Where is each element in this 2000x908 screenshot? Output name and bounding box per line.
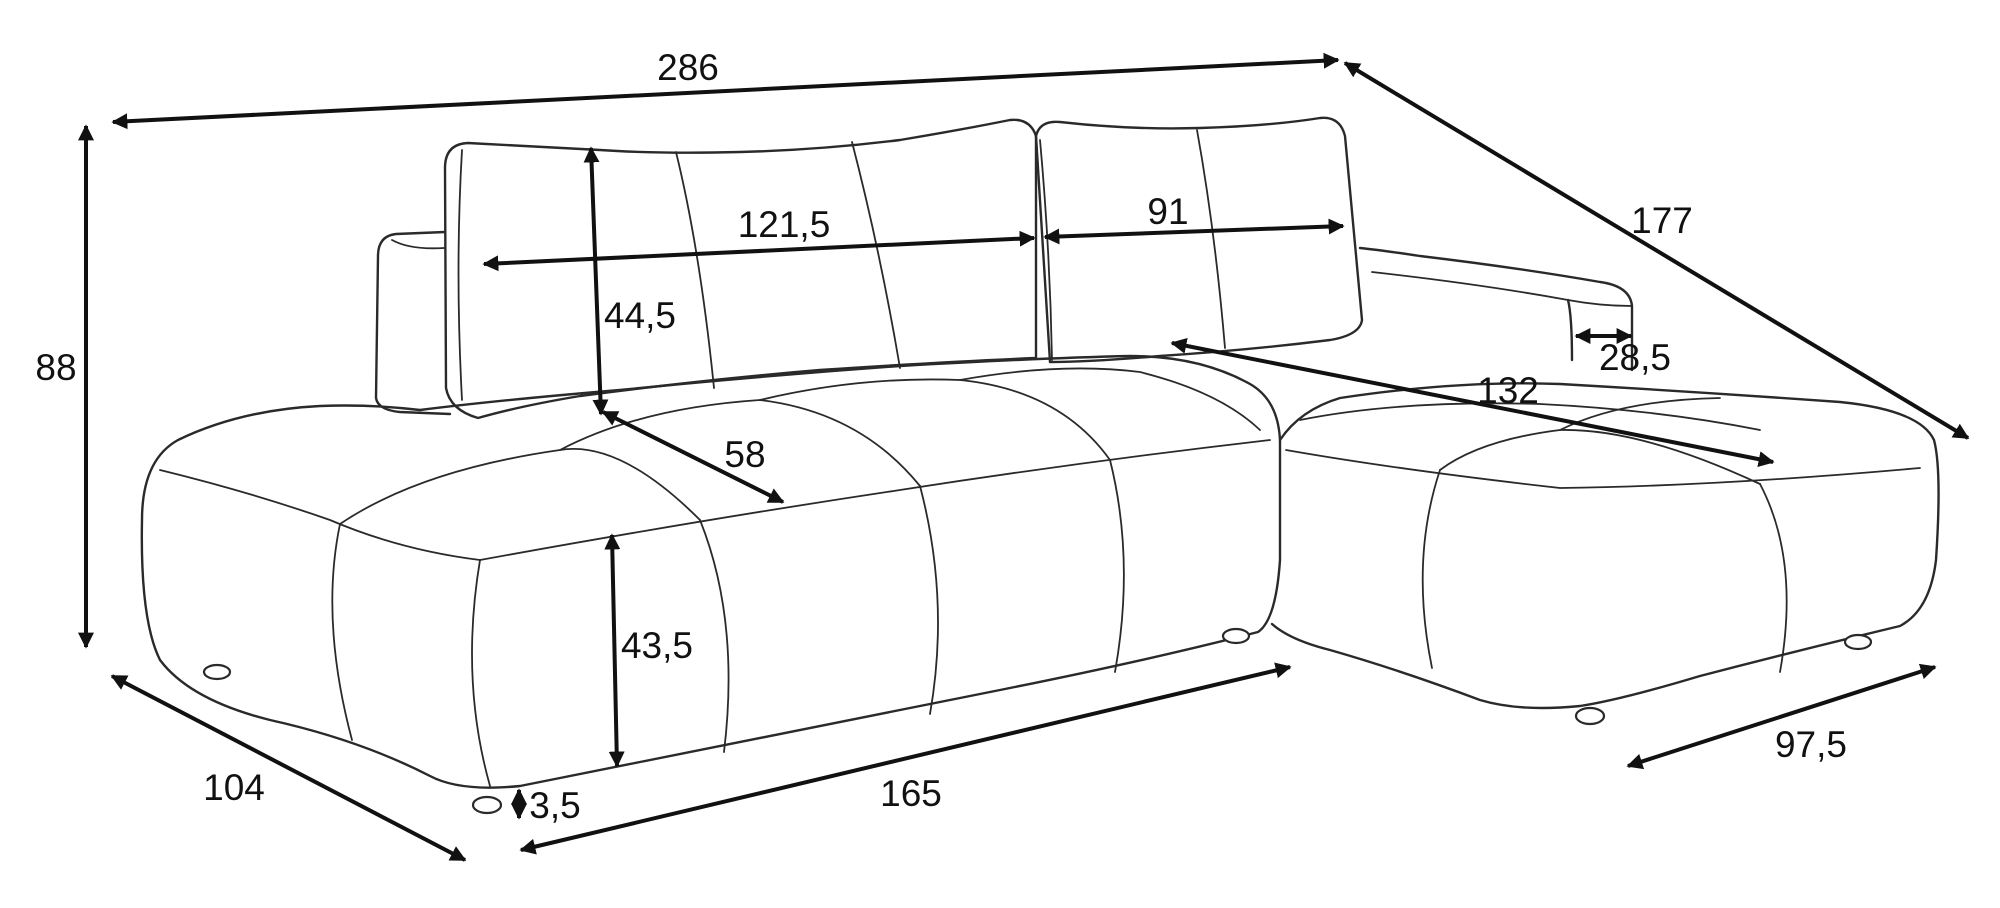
- dim-line-chaise-length: [1343, 61, 1970, 440]
- label-seat-height: 43,5: [621, 625, 693, 666]
- foot-back-left: [202, 663, 232, 681]
- label-foot-height: 3,5: [529, 785, 580, 826]
- seat-cushion-seam-5: [1109, 459, 1125, 673]
- back-cushion-left: [443, 118, 1038, 420]
- dim-line-seat-depth: [601, 410, 785, 504]
- label-chaise-length: 177: [1631, 200, 1693, 241]
- dim-line-back-cushion-left-width: [482, 230, 1036, 272]
- back-cushion-right-seam-1: [1196, 129, 1226, 349]
- label-chaise-width: 97,5: [1775, 724, 1847, 765]
- dimension-labels: 286 88 177 121,5 91 44,5 58 43,5 3,5 104…: [35, 47, 1847, 826]
- chaise-seat: [1270, 382, 1940, 710]
- label-back-cushion-left-width: 121,5: [738, 204, 831, 245]
- dimension-lines: [78, 52, 1970, 862]
- foot-front-left: [471, 795, 503, 815]
- dim-line-back-cushion-height: [583, 146, 609, 416]
- label-chaise-seat-length: 132: [1477, 370, 1539, 411]
- dim-line-sofa-depth: [110, 674, 467, 862]
- left-armrest: [374, 230, 452, 416]
- label-back-cushion-right-width: 91: [1147, 191, 1188, 232]
- label-total-width: 286: [657, 47, 719, 88]
- dim-line-seat-height: [604, 533, 625, 768]
- seat-cushion-seam-3: [699, 519, 730, 753]
- chaise-top-seam-1: [1439, 429, 1761, 485]
- right-armrest: [1358, 246, 1634, 372]
- foot-chaise-back: [1843, 633, 1873, 651]
- back-cushion-left-seam-2: [851, 141, 901, 369]
- label-total-height: 88: [35, 347, 76, 388]
- left-armrest-edge: [391, 239, 445, 250]
- right-armrest-front: [1566, 298, 1574, 362]
- chaise-seam-2: [1759, 483, 1788, 673]
- seat-cushion-seam-1: [331, 523, 353, 741]
- seat-cushion-seam-2: [471, 559, 491, 787]
- label-back-cushion-height: 44,5: [604, 295, 676, 336]
- back-cushion-right-side: [1039, 139, 1053, 361]
- label-seat-depth: 58: [724, 434, 765, 475]
- label-armrest-width: 28,5: [1599, 337, 1671, 378]
- main-seat: [140, 354, 1282, 789]
- chaise-seam-1: [1421, 469, 1441, 669]
- label-sofa-depth: 104: [203, 767, 265, 808]
- seat-cushion-seam-4: [919, 485, 939, 715]
- main-seat-top-edge: [479, 439, 1271, 561]
- dim-line-chaise-seat-length: [1170, 337, 1775, 468]
- seat-top-seam-3: [759, 378, 1111, 461]
- foot-chaise-front: [1574, 706, 1606, 726]
- back-cushion-right: [1034, 116, 1364, 364]
- seat-top-seam-1: [339, 448, 701, 525]
- dim-line-back-cushion-right-width: [1043, 218, 1345, 245]
- seat-top-seam-4: [959, 367, 1261, 431]
- chaise-top-edge: [1285, 449, 1921, 489]
- main-seat-front-edge: [159, 469, 481, 561]
- foot-middle: [1221, 627, 1251, 645]
- back-cushion-left-seam-1: [675, 151, 715, 389]
- dim-line-base-length: [519, 662, 1292, 855]
- back-cushion-left-side: [457, 149, 463, 401]
- dim-line-total-width: [111, 52, 1340, 130]
- dim-line-chaise-width: [1626, 663, 1937, 770]
- label-base-length: 165: [880, 773, 942, 814]
- right-armrest-top: [1371, 271, 1633, 307]
